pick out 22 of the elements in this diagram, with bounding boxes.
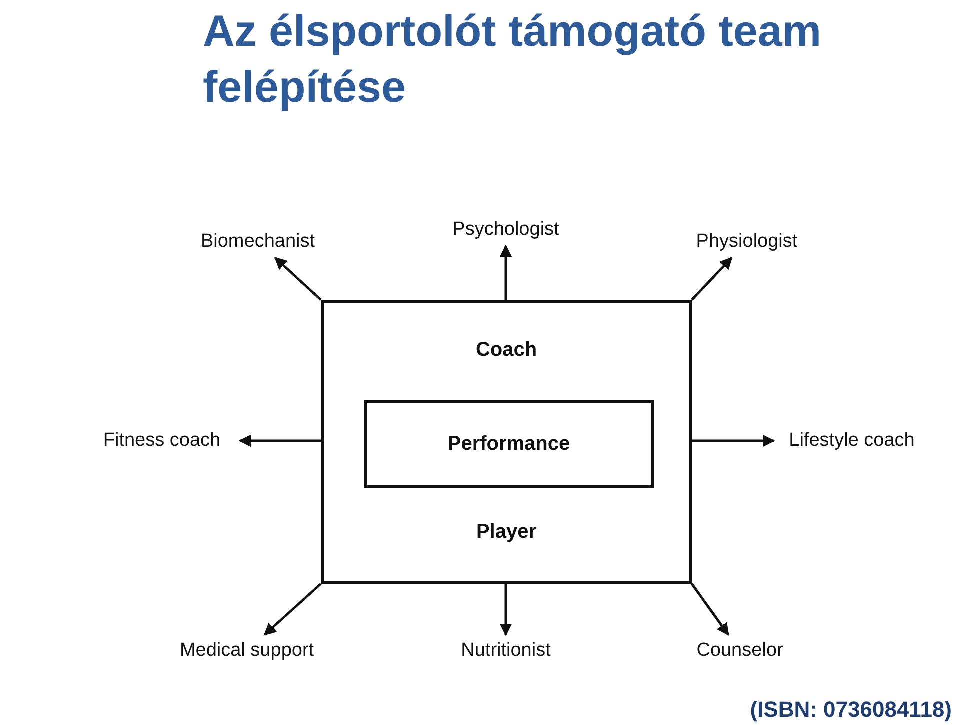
arrow [691,257,733,301]
role-label: Medical support [162,637,332,665]
arrow [692,434,776,448]
arrow [274,257,322,301]
box-heading: Coach [474,339,538,362]
arrow [500,244,512,300]
role-label: Lifestyle coach [776,427,928,455]
title: Az élsportolót támogató team felépítése [203,6,822,114]
source-note: (ISBN: 0736084118) [750,697,952,723]
arrow [500,584,512,636]
role-label: Biomechanist [178,228,338,256]
role-label: Fitness coach [86,427,238,455]
arrow [264,583,322,636]
box-heading: Player [475,521,538,544]
role-label: Psychologist [426,216,586,244]
role-label: Counselor [660,637,820,665]
role-label: Physiologist [667,228,827,256]
arrow [238,434,321,448]
role-label: Nutritionist [426,637,586,665]
process-box: Performance [364,400,654,488]
frame-box [321,300,692,584]
arrow [690,583,730,636]
